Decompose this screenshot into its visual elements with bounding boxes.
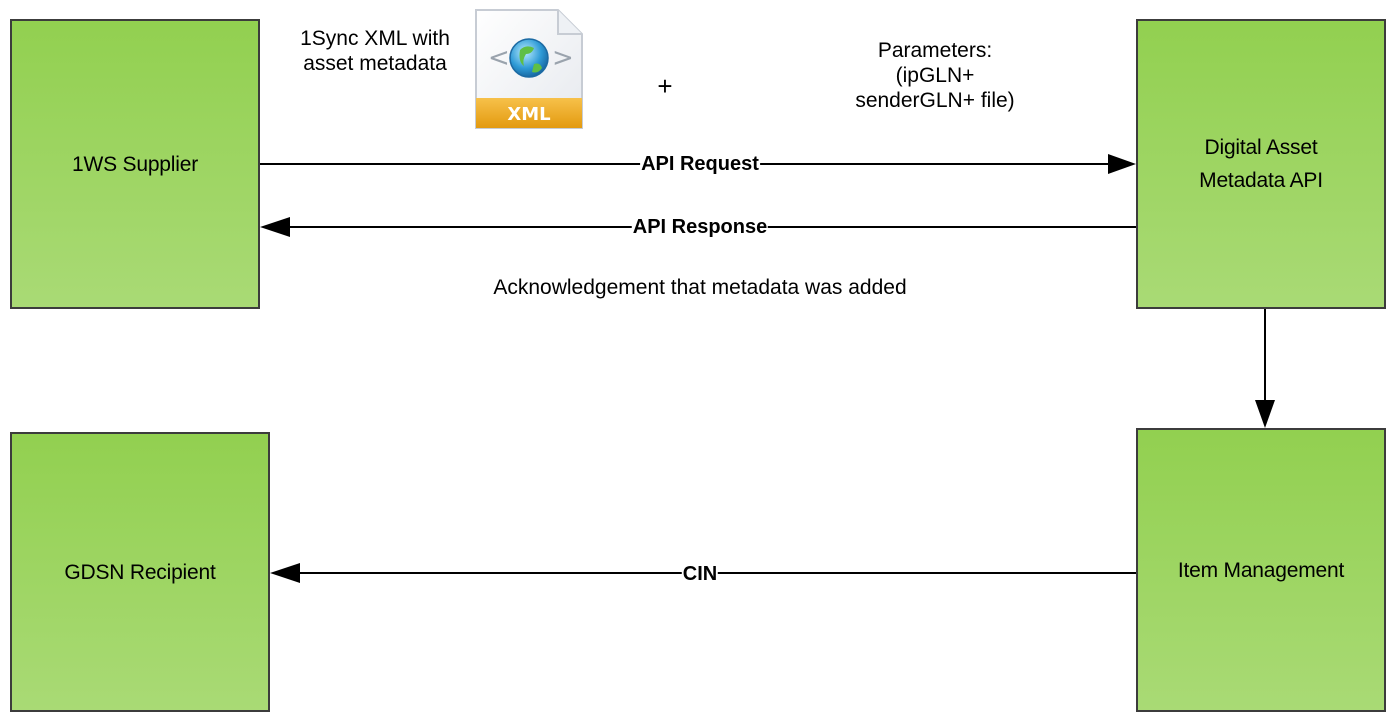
recipient-node-label: GDSN Recipient xyxy=(64,560,216,584)
cin-arrowhead xyxy=(270,563,300,583)
parameters-note: Parameters: (ipGLN+ senderGLN+ file) xyxy=(855,39,1015,112)
svg-text:>: > xyxy=(552,43,574,73)
xml-file-note: 1Sync XML with asset metadata xyxy=(300,27,450,75)
api-request-label: API Request xyxy=(640,152,760,176)
xml-file-icon: < > XML xyxy=(470,6,588,132)
api-response-arrowhead xyxy=(260,217,290,237)
api-request-arrowhead xyxy=(1108,154,1136,174)
api-to-item-arrowhead xyxy=(1255,400,1275,428)
supplier-node: 1WS Supplier xyxy=(10,19,260,309)
plus-sign: + xyxy=(657,71,673,101)
api-response-label: API Response xyxy=(631,215,769,239)
supplier-node-label: 1WS Supplier xyxy=(72,152,198,176)
digital-asset-metadata-api-node: Digital Asset Metadata API xyxy=(1136,19,1386,309)
cin-label: CIN xyxy=(681,562,719,586)
item-management-node: Item Management xyxy=(1136,428,1386,712)
xml-icon-badge-text: XML xyxy=(507,104,550,125)
api-node-label: Digital Asset Metadata API xyxy=(1199,136,1323,192)
acknowledgement-note: Acknowledgement that metadata was added xyxy=(493,276,907,299)
gdsn-recipient-node: GDSN Recipient xyxy=(10,432,270,712)
svg-text:<: < xyxy=(488,43,510,73)
item-management-node-label: Item Management xyxy=(1177,558,1345,582)
